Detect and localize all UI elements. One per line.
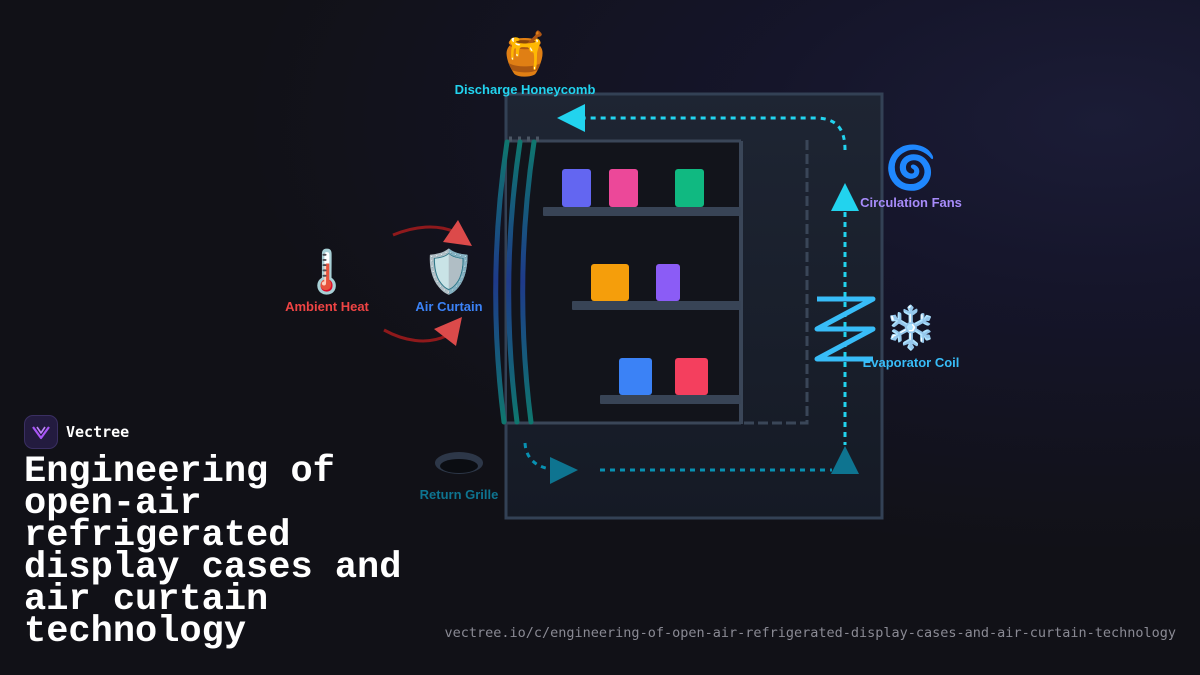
return-grille-label: Return Grille: [420, 487, 499, 502]
thermometer-icon: 🌡️: [301, 247, 353, 296]
heat-arrowhead-upper: [443, 220, 472, 246]
cold-air-top-path: [580, 116, 847, 151]
air-curtain-label: Air Curtain: [415, 299, 482, 314]
fan-up-arrow: [831, 183, 859, 211]
product-box: [619, 358, 652, 395]
shield-icon: 🛡️: [423, 247, 475, 296]
return-arrow: [550, 457, 578, 484]
discharge-honeycomb-label: Discharge Honeycomb: [455, 82, 596, 97]
discharge-arrow: [557, 104, 585, 132]
return-intake-path: [523, 442, 551, 471]
page-url[interactable]: vectree.io/c/engineering-of-open-air-ref…: [444, 625, 1177, 641]
product-box: [675, 169, 704, 207]
ambient-heat-label: Ambient Heat: [285, 299, 369, 314]
shelf-middle: [572, 301, 741, 310]
circulation-fans-label: Circulation Fans: [860, 195, 962, 210]
air-curtain-streams: [493, 139, 537, 425]
heat-arrowhead-lower: [434, 317, 462, 346]
return-grille-slot: [440, 459, 478, 473]
snowflake-icon: ❄️: [885, 303, 937, 352]
cyclone-icon: 🌀: [885, 142, 937, 192]
evaporator-coil-label: Evaporator Coil: [863, 355, 960, 370]
shelf-bottom: [600, 395, 741, 404]
heat-arrow-lower: [383, 328, 447, 343]
heat-arrow-upper: [392, 225, 456, 237]
vectree-logo-icon: [24, 415, 58, 449]
brand-name: Vectree: [66, 423, 130, 441]
page-title: Engineering of open-air refrigerated dis…: [24, 451, 402, 653]
product-box: [609, 169, 638, 207]
brand[interactable]: Vectree: [24, 415, 129, 449]
product-box: [562, 169, 591, 207]
evaporator-coil-icon: [814, 296, 876, 362]
shelf-top: [543, 207, 741, 216]
product-box: [656, 264, 680, 301]
product-box: [591, 264, 629, 301]
product-box: [675, 358, 708, 395]
return-up-arrow: [831, 446, 859, 474]
rear-duct-wall: [741, 140, 809, 425]
honey-pot-icon: 🍯: [499, 29, 551, 78]
